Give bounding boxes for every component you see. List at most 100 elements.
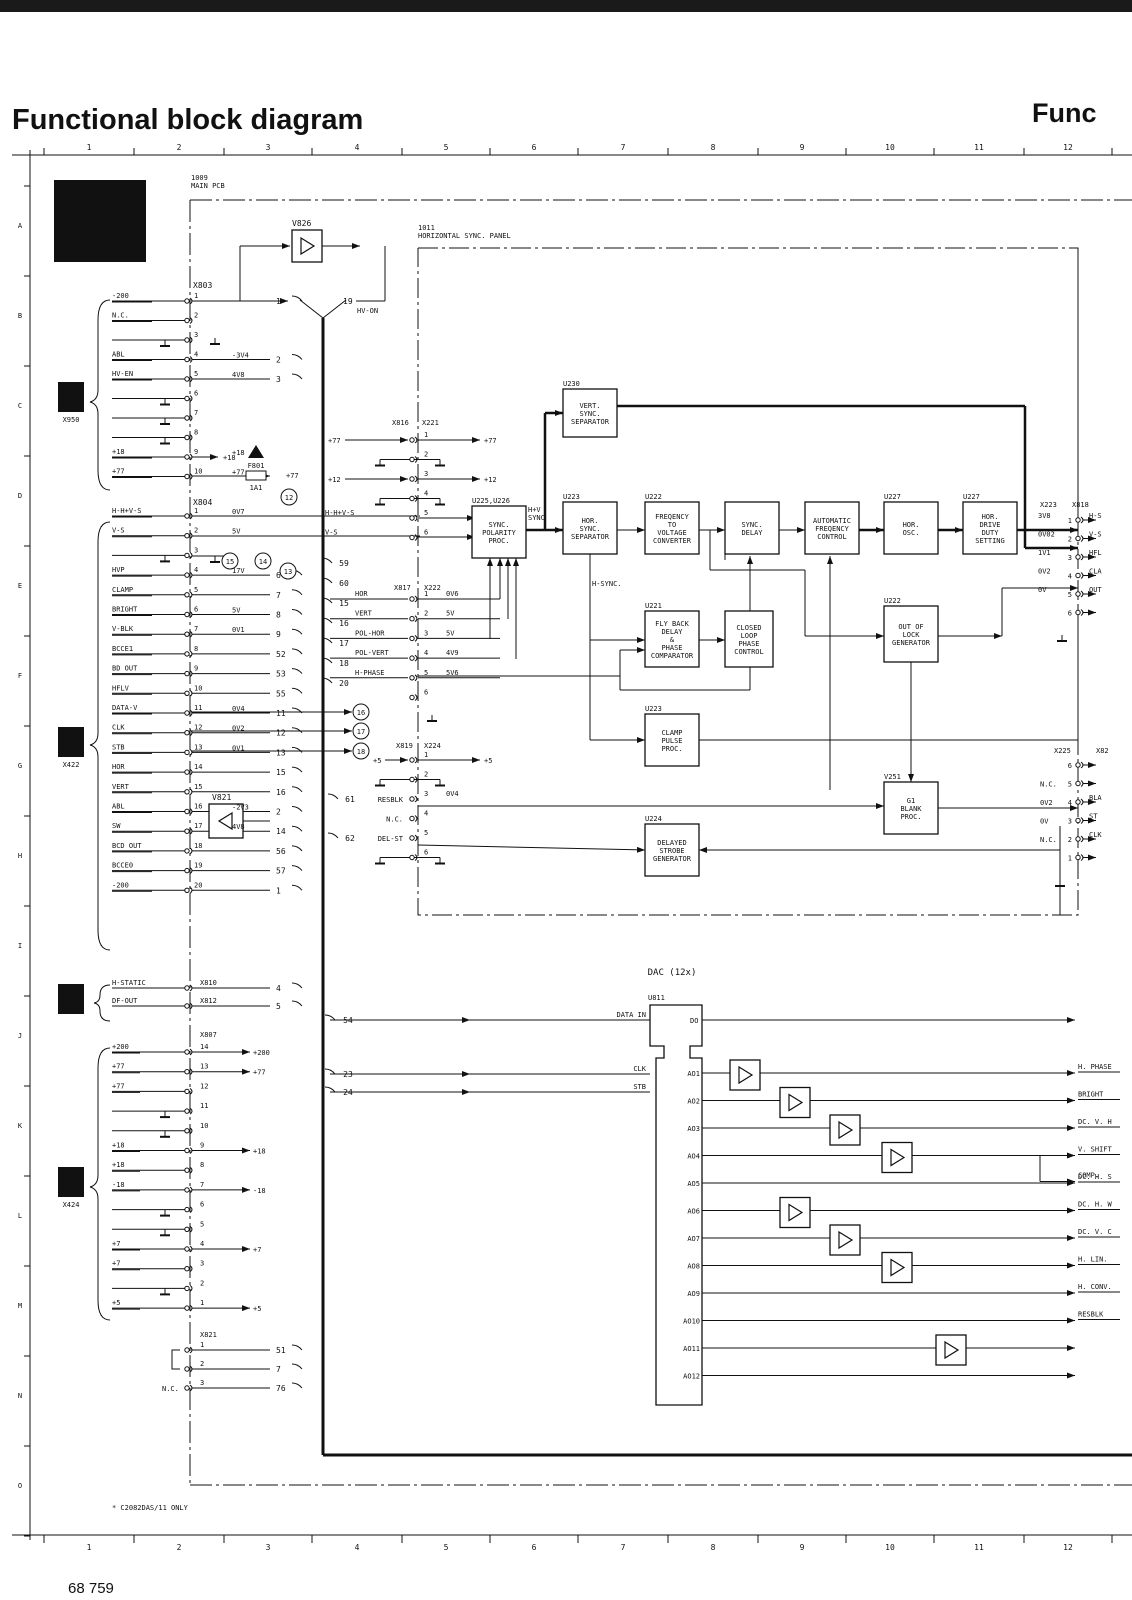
connector-socket	[189, 827, 193, 835]
signal-name: BLA	[1089, 794, 1102, 802]
block-u223	[562, 501, 618, 555]
block-u222a	[644, 501, 700, 555]
bus-number: 24	[343, 1088, 353, 1097]
bus-number: 19	[343, 297, 353, 306]
grid-row-label: I	[18, 942, 22, 950]
dac-output-pin: AO12	[683, 1373, 700, 1381]
bus-number: 15	[276, 768, 286, 777]
block-u230	[562, 388, 618, 438]
signal-name: V-BLK	[112, 625, 134, 633]
block-ref: U225,U226	[472, 497, 510, 505]
signal-name: H-PHASE	[355, 669, 385, 677]
bus-tick	[291, 295, 303, 302]
signal-name: -200	[112, 292, 129, 300]
pin-number: 3	[424, 629, 428, 637]
bus-number: 61	[345, 795, 355, 804]
connector-pin	[184, 552, 190, 559]
connector-socket	[189, 512, 193, 520]
signal-name: H-STATIC	[112, 979, 146, 987]
reference-number: 16	[357, 709, 365, 717]
signal-name: RESBLK	[378, 796, 404, 804]
ref-a-letter: A	[64, 734, 77, 759]
block-text: FREQENCY	[815, 525, 850, 533]
connector-socket	[1080, 761, 1084, 769]
bus-number: 59	[339, 559, 349, 568]
buffer-triangle	[788, 1203, 804, 1222]
bus-tick	[291, 373, 303, 380]
block-ref: V826	[292, 219, 311, 228]
bus-number: 9	[276, 630, 281, 639]
buffer-triangle	[890, 1148, 906, 1167]
block-text: PULSE	[661, 737, 682, 745]
reference-number: 12	[285, 494, 293, 502]
grid-row-label: K	[18, 1122, 23, 1130]
connector-pin	[184, 434, 190, 441]
connector-socket	[1080, 798, 1084, 806]
connector-pin	[184, 1147, 190, 1154]
bus-number: 18	[339, 659, 349, 668]
connector-socket	[189, 356, 193, 363]
connector-ref: X221	[422, 419, 439, 427]
voltage-value: +77	[286, 472, 299, 480]
signal-name: +77	[112, 1082, 125, 1090]
pin-number: 3	[1068, 818, 1072, 826]
block-text: CLOSED	[736, 624, 761, 632]
bus-tick	[291, 1344, 303, 1351]
grid-column-label: 11	[974, 143, 984, 152]
block-ref: U223	[645, 705, 662, 713]
block-ref: U227	[963, 493, 980, 501]
grid-row-label: N	[18, 1392, 22, 1400]
voltage-value: 5V	[446, 629, 455, 637]
hsync-panel-outline	[417, 247, 1079, 916]
connector-pin	[1075, 799, 1081, 805]
connector-pin	[184, 828, 190, 834]
grid-column-label: 9	[800, 1543, 805, 1552]
dac-output-pin: AO8	[687, 1263, 700, 1271]
voltage-value: 0V2	[1040, 799, 1053, 807]
voltage-value: 4V8	[232, 823, 245, 831]
block-u225	[471, 505, 527, 559]
reference-circle	[254, 552, 272, 570]
signal-name: BCCE0	[112, 862, 133, 870]
connector-pin	[409, 776, 415, 783]
dac-output-name: BRIGHT	[1078, 1091, 1104, 1099]
voltage-value: +7	[253, 1246, 261, 1254]
connector-pin	[184, 1305, 190, 1311]
voltage-value: 1V1	[1038, 549, 1051, 557]
bus-number: 52	[276, 650, 286, 659]
bus-tick	[324, 1014, 336, 1021]
bus-tick	[321, 657, 333, 664]
reference-circle	[352, 703, 370, 721]
wire	[171, 1349, 180, 1370]
pin-number: 1	[424, 431, 428, 439]
voltage-value: +5	[484, 757, 492, 765]
block-text: SYNC.	[579, 525, 600, 533]
fuse-ref: F801	[248, 462, 265, 470]
pin-number: 6	[194, 606, 198, 614]
connector-ref: X812	[200, 997, 217, 1005]
connector-pin	[184, 1049, 190, 1055]
signal-name: HOR	[355, 590, 368, 598]
voltage-value: -2V3	[232, 804, 249, 812]
bus-tick	[321, 577, 333, 584]
block-text: TO	[668, 521, 676, 529]
connector-pin	[184, 1187, 190, 1193]
connector-socket	[189, 1285, 193, 1292]
reference-circle	[352, 742, 370, 760]
block-afc	[804, 501, 860, 555]
connector-pin	[184, 730, 190, 736]
connector-pin	[184, 1285, 190, 1292]
signal-name: H+V	[528, 506, 541, 514]
grid-column-label: 12	[1063, 143, 1073, 152]
bus-tick	[291, 884, 303, 891]
voltage-value: 5V	[232, 607, 241, 615]
grid-column-label: 10	[885, 143, 895, 152]
grid-row-label: O	[18, 1482, 22, 1490]
connector-pin	[1075, 817, 1081, 824]
block-text: SEPARATOR	[571, 418, 610, 426]
block-text: HOR.	[903, 521, 920, 529]
connector-pin	[1075, 780, 1081, 787]
voltage-value: +77	[484, 437, 497, 445]
footnote: * C2082DAS/11 ONLY	[112, 1504, 189, 1512]
connector-pin	[184, 670, 190, 677]
